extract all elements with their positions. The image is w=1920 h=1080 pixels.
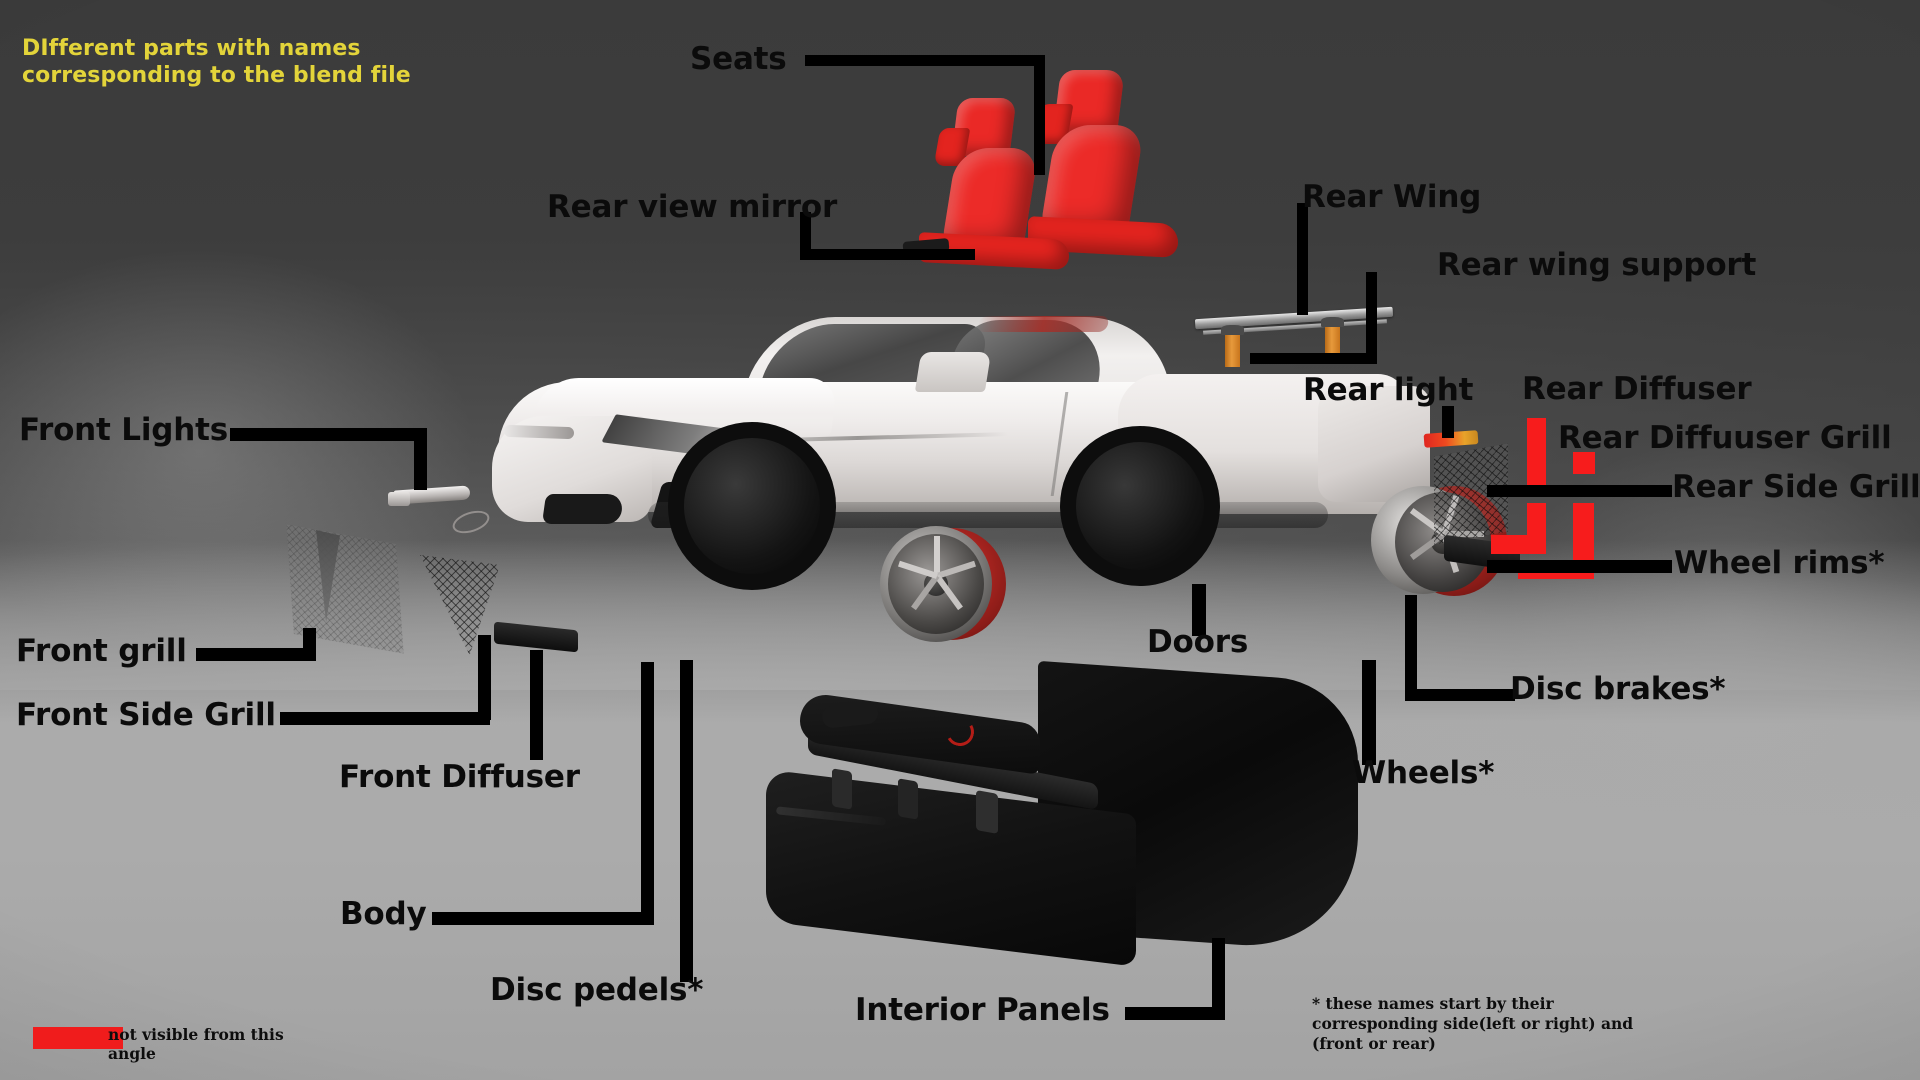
leader-wheels-v bbox=[1362, 660, 1376, 765]
label-doors: Doors bbox=[1147, 624, 1249, 660]
legend-label: not visible from this angle bbox=[108, 1025, 284, 1064]
leader-diffuuser-grill-h bbox=[1491, 535, 1546, 554]
label-front-diffuser: Front Diffuser bbox=[339, 759, 580, 795]
label-seats: Seats bbox=[690, 41, 787, 77]
label-rear-wing: Rear Wing bbox=[1302, 179, 1482, 215]
leader-rear-side-grill-h bbox=[1487, 485, 1672, 497]
label-rear-side-grill: Rear Side Grill bbox=[1672, 469, 1920, 505]
page-title: DIfferent parts with names corresponding… bbox=[22, 36, 411, 88]
leader-wing-support-h bbox=[1250, 353, 1377, 364]
label-rear-view-mirror: Rear view mirror bbox=[547, 189, 838, 225]
leader-seats-h bbox=[805, 55, 1045, 66]
leader-front-lights-v bbox=[414, 428, 427, 490]
leader-mirror-v bbox=[800, 212, 811, 260]
leader-disc-pedels-v bbox=[680, 660, 693, 982]
label-disc-pedels: Disc pedels* bbox=[490, 972, 704, 1008]
label-wheels: Wheels* bbox=[1352, 755, 1495, 791]
legend-color-swatch bbox=[33, 1027, 123, 1049]
label-front-lights: Front Lights bbox=[19, 412, 228, 448]
leader-front-diffuser-v bbox=[530, 650, 543, 760]
leader-interior-v bbox=[1212, 938, 1225, 1020]
leader-front-grill-v bbox=[303, 628, 316, 661]
label-wheel-rims: Wheel rims* bbox=[1674, 545, 1885, 581]
rear-wing-object bbox=[1194, 305, 1395, 367]
leader-mirror-h bbox=[800, 249, 975, 260]
label-front-side-grill: Front Side Grill bbox=[16, 697, 276, 733]
label-rear-light: Rear light bbox=[1303, 372, 1474, 408]
interior-panels-object bbox=[748, 660, 1358, 980]
label-rear-diffuuser-grill: Rear Diffuuser Grill bbox=[1558, 420, 1892, 456]
label-disc-brakes: Disc brakes* bbox=[1510, 671, 1726, 707]
leader-interior-h bbox=[1125, 1007, 1225, 1020]
leader-front-side-grill-v bbox=[478, 635, 491, 720]
footnote: * these names start by their correspondi… bbox=[1312, 994, 1634, 1053]
leader-rear-wing-v bbox=[1297, 203, 1308, 315]
leader-disc-brakes-hline bbox=[1405, 689, 1515, 701]
leader-doors-v bbox=[1192, 584, 1206, 636]
leader-body-v bbox=[641, 662, 654, 917]
leader-rear-diffuser-v bbox=[1527, 418, 1546, 494]
seats-object bbox=[902, 70, 1235, 270]
leader-front-grill-h bbox=[196, 648, 316, 661]
rear-wing-support-object bbox=[1225, 327, 1240, 367]
front-wheel-rim-object bbox=[880, 520, 1010, 650]
leader-seats-v bbox=[1034, 55, 1045, 175]
label-rear-diffuser: Rear Diffuser bbox=[1522, 371, 1752, 407]
leader-front-lights-h bbox=[230, 428, 426, 441]
leader-disc-brakes-vline bbox=[1405, 595, 1417, 700]
leader-wing-support-v bbox=[1366, 272, 1377, 364]
leader-body-h bbox=[432, 912, 654, 925]
leader-rear-light-v bbox=[1442, 406, 1454, 438]
label-body: Body bbox=[340, 896, 427, 932]
leader-rear-diffuser-dot bbox=[1573, 452, 1595, 474]
front-lights-object bbox=[388, 480, 480, 516]
label-front-grill: Front grill bbox=[16, 633, 187, 669]
leader-front-side-grill-h bbox=[280, 712, 490, 725]
label-rear-wing-support: Rear wing support bbox=[1437, 247, 1757, 283]
label-interior-panels: Interior Panels bbox=[855, 992, 1110, 1028]
car-body-object bbox=[492, 316, 1438, 640]
leader-wheel-rims-h bbox=[1487, 560, 1672, 573]
